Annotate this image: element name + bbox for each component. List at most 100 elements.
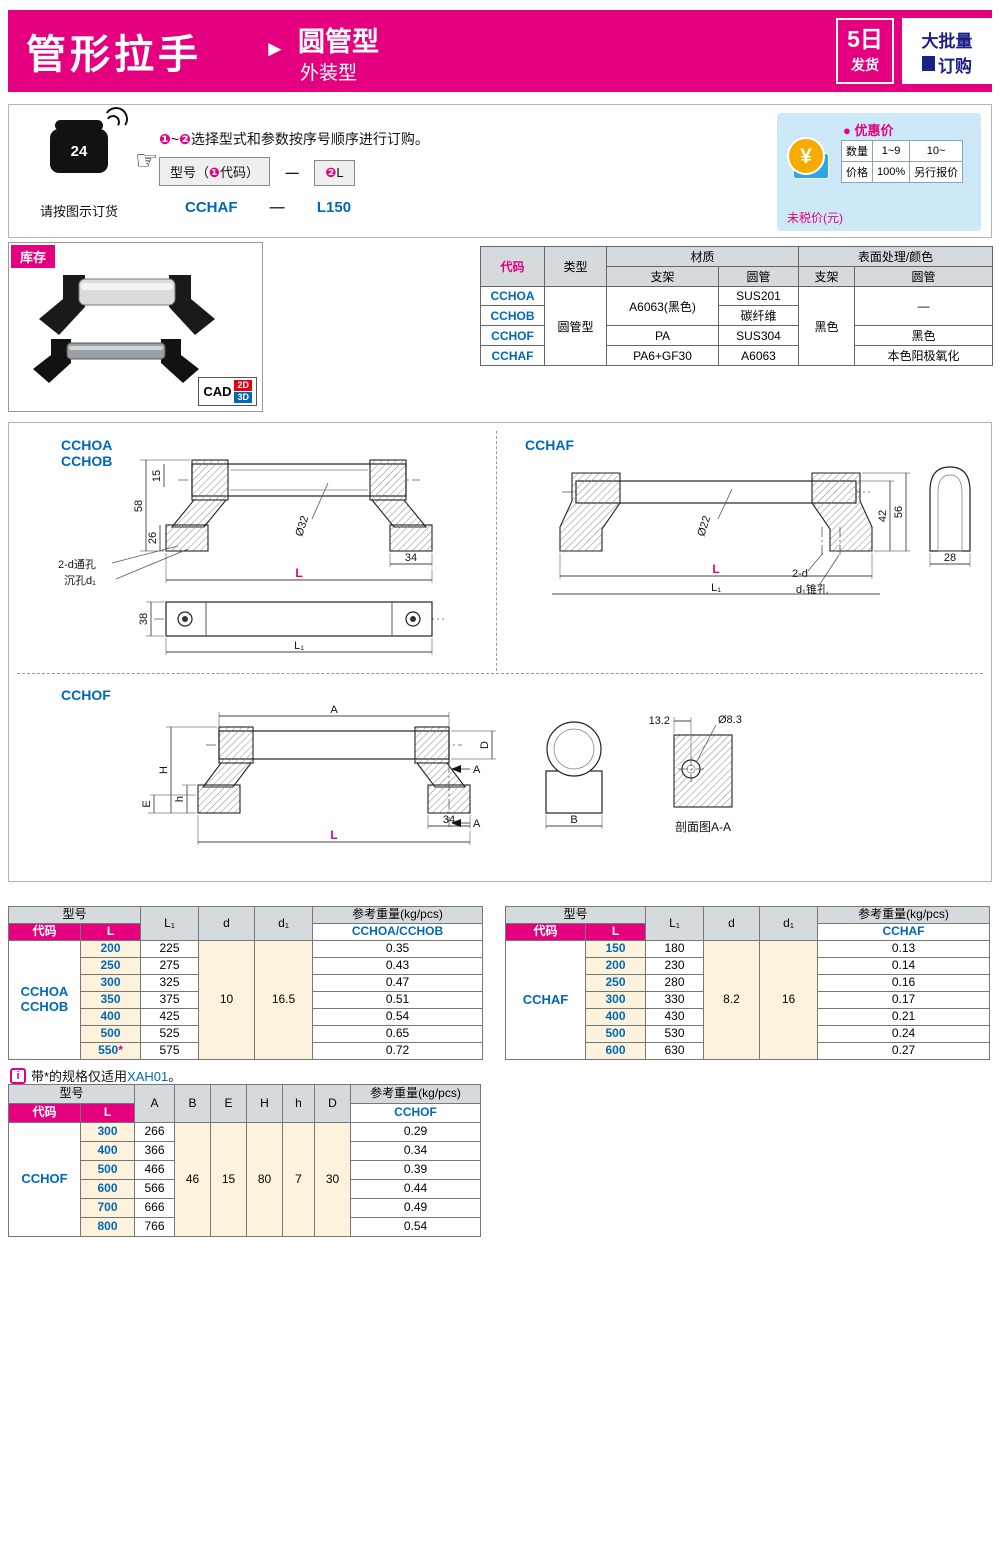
l1-value: 225	[140, 940, 200, 958]
bracket-surface: 黑色	[798, 286, 855, 366]
materials-header-tube: 圆管	[718, 266, 799, 287]
product-photo-box: 库存 CAD 2D 3D	[8, 242, 263, 412]
l-value: 600	[79, 1179, 136, 1199]
section-mark: A	[473, 764, 481, 776]
part-code-link[interactable]: CCHOF	[480, 325, 545, 346]
materials-table-wrap: 代码 类型 材质 表面处理/颜色 支架 圆管 支架 圆管 CCHOA 圆管型 A…	[480, 246, 993, 366]
cad-label: CAD	[203, 384, 232, 399]
ship-days-text: 发货	[851, 57, 879, 73]
cchof-front-view	[197, 726, 471, 814]
phone-order-block: 24 ☞ 请按图示订货	[23, 104, 158, 219]
h-low-value: 7	[282, 1122, 316, 1237]
hole-note: 2-d	[792, 568, 808, 580]
dimension-table-cchof: 型号 A B E H h D 参考重量(kg/pcs) 代码 L CCHOF C…	[7, 1084, 482, 1237]
header-d1: d₁	[254, 906, 314, 941]
bullet-icon: ●	[843, 123, 851, 138]
model-number-formula: 型号（❶代码） — ❷L	[159, 157, 355, 186]
part-code-cell: CCHOF	[8, 1122, 81, 1237]
drawing-label-cchoa: CCHOA CCHOB	[61, 437, 113, 469]
bracket-material: A6063(黑色)	[606, 286, 719, 326]
section-mark: A	[473, 818, 481, 830]
table-row: 300 325 0.47	[9, 974, 484, 992]
cad-2d-tag: 2D	[234, 380, 252, 391]
dim-label: B	[570, 814, 577, 826]
l-value: 250	[79, 957, 142, 975]
dim-label: 38	[138, 613, 150, 625]
part-code-link[interactable]: CCHOA	[480, 286, 545, 306]
d1-value: 16	[759, 940, 819, 1060]
weight-value: 0.47	[312, 974, 484, 992]
materials-header-type: 类型	[544, 246, 607, 287]
header-weight: 参考重量(kg/pcs)	[312, 906, 484, 924]
dim-label: Ø22	[695, 514, 713, 537]
qty-range-2: 10~	[909, 140, 964, 162]
weight-value: 0.44	[350, 1179, 482, 1199]
l1-value: 530	[645, 1025, 705, 1043]
dimension-table-cchaf: 型号 L₁ d d₁ 参考重量(kg/pcs) 代码 L CCHAF CCHAF…	[504, 906, 991, 1060]
ship-days-badge: 5日 发货	[836, 18, 894, 84]
weight-value: 0.65	[312, 1025, 484, 1043]
l-value: 500	[79, 1025, 142, 1043]
b-value: 46	[174, 1122, 212, 1237]
xah01-link[interactable]: XAH01	[127, 1069, 169, 1084]
price-label: 价格	[841, 161, 873, 183]
discount-price-panel: ¥ ● 优惠价 数量 1~9 10~ 价格 100% 另行报价 未税价(元)	[777, 113, 981, 231]
cchof-side-view: B	[545, 721, 603, 829]
part-code-link[interactable]: CCHAF	[480, 345, 545, 366]
weight-value: 0.72	[312, 1042, 484, 1060]
l-value: 350	[79, 991, 142, 1009]
header-E: E	[210, 1084, 248, 1123]
dim-label: 34	[405, 552, 417, 564]
header-h: h	[282, 1084, 316, 1123]
l-value: 150	[584, 940, 647, 958]
formula-text: 型号（	[170, 165, 210, 180]
drawing-cchaf: Ø22 42 56 2-d d₁锥孔 L L₁	[552, 466, 971, 596]
a-value: 666	[134, 1198, 176, 1218]
a-value: 366	[134, 1141, 176, 1161]
table-row: 500 466 0.39	[9, 1160, 482, 1180]
weight-value: 0.49	[350, 1198, 482, 1218]
l-value: 300	[584, 991, 647, 1009]
weight-value: 0.13	[817, 940, 991, 958]
cchof-dimensions: A D H h E 34	[141, 704, 496, 845]
h-cap-value: 80	[246, 1122, 284, 1237]
phone-24-label: 24	[70, 143, 88, 160]
materials-row: CCHOA 圆管型 A6063(黑色) SUS201 黑色 —	[480, 286, 993, 366]
cad-badge[interactable]: CAD 2D 3D	[198, 377, 257, 406]
materials-header-tube2: 圆管	[854, 266, 993, 287]
handle-photo-steel	[33, 339, 199, 383]
tube-material: 碳纤维	[718, 305, 799, 326]
category-type-label: 圆管型	[298, 27, 379, 57]
table-cchoa-cchob: 型号 L₁ d d₁ 参考重量(kg/pcs) 代码 L CCHOA/CCHOB…	[7, 906, 484, 1060]
cchoa-front-view	[165, 459, 433, 552]
example-dash: —	[269, 199, 285, 216]
table-row: CCHAF 150 180 8.2 16 0.13	[505, 940, 991, 1060]
handle-photo-aluminum	[39, 275, 215, 335]
bulk-order-text: 订购	[938, 57, 972, 76]
dim-label: 42	[877, 510, 889, 522]
step1-marker: ❶	[159, 131, 171, 147]
formula-text: L	[336, 165, 344, 180]
d-value: 8.2	[703, 940, 761, 1060]
taper-note: d₁锥孔	[796, 583, 828, 596]
l1-value: 630	[645, 1042, 705, 1060]
materials-header-code: 代码	[480, 246, 545, 287]
dim-label: L₁	[711, 582, 721, 594]
dim-label: L₁	[294, 640, 304, 652]
instruction-text: 选择型式和参数按序号顺序进行订购。	[190, 131, 429, 147]
cad-formats: 2D 3D	[234, 380, 252, 403]
header-code: 代码	[8, 923, 81, 941]
l-value: 200	[584, 957, 647, 975]
weight-value: 0.21	[817, 1008, 991, 1026]
header-L1: L₁	[645, 906, 705, 941]
divider	[17, 673, 983, 674]
step2-marker: ❷	[179, 131, 191, 147]
footnote-text: 带*的规格仅适用XAH01。	[31, 1069, 182, 1084]
ship-days-number: 5日	[847, 26, 883, 52]
counterbore-note: 沉孔d₁	[64, 574, 96, 587]
l1-value: 425	[140, 1008, 200, 1026]
part-code-link[interactable]: CCHOB	[480, 305, 545, 326]
range-mark: ~	[170, 131, 180, 147]
phone-caption: 请按图示订货	[39, 204, 118, 219]
